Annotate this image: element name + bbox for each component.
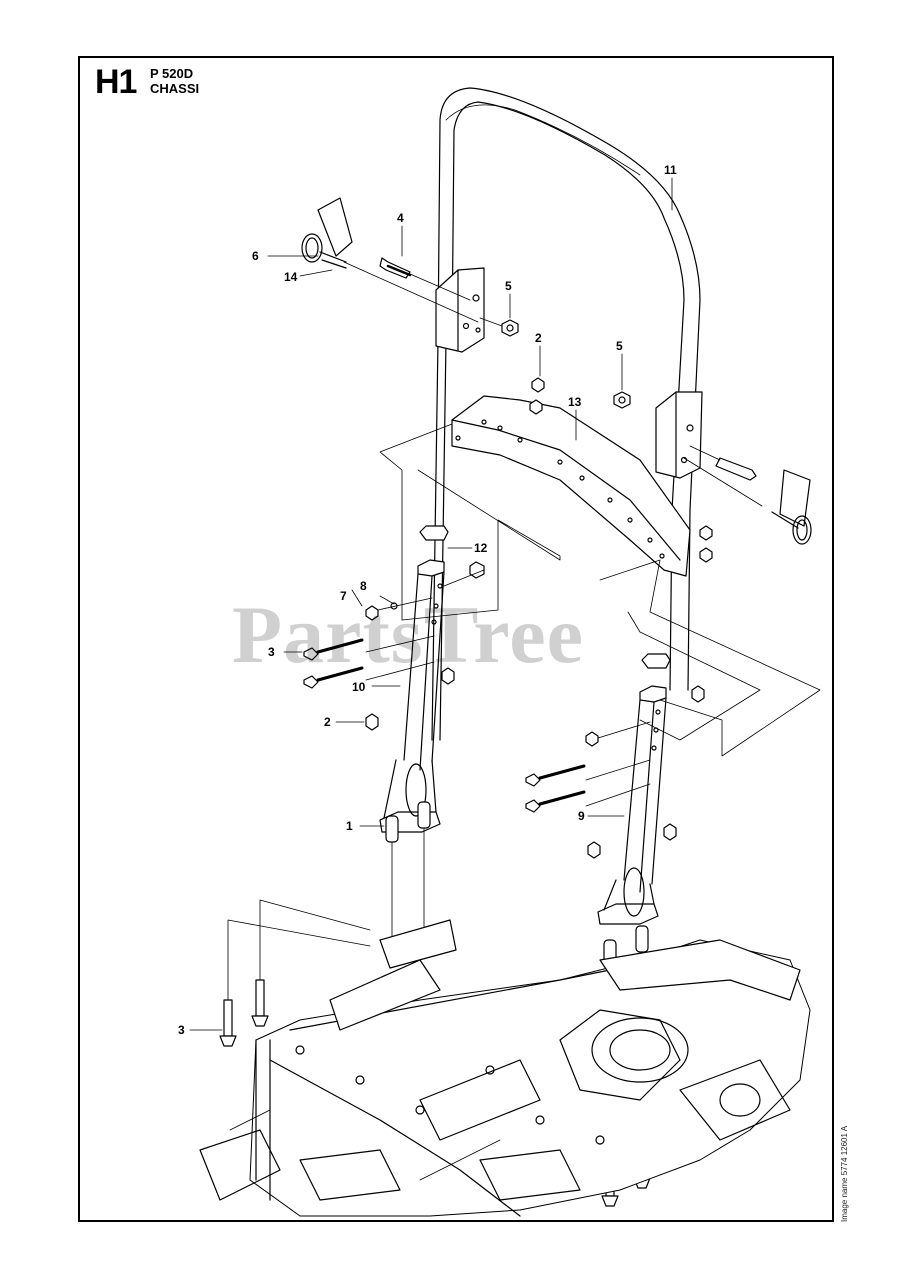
callout-2-top: 2 — [535, 331, 542, 345]
nut-2-plate — [529, 377, 713, 563]
bolt-4 — [379, 257, 471, 301]
chassis-frame — [199, 919, 811, 1217]
callout-11: 11 — [664, 163, 677, 177]
callout-7: 7 — [340, 589, 347, 603]
callout-14: 14 — [284, 270, 298, 284]
right-upright-9 — [597, 685, 667, 925]
right-pin-with-clip — [683, 457, 812, 545]
cap-12 — [419, 525, 671, 669]
callout-5-right: 5 — [616, 339, 623, 353]
right-upright-hardware — [525, 685, 705, 859]
callout-8: 8 — [360, 579, 367, 593]
left-pin-with-clip — [301, 197, 479, 323]
image-id-label: Image name 5774 12601 A — [840, 1125, 849, 1222]
category-name: CHASSI — [150, 81, 200, 96]
callout-4: 4 — [397, 211, 404, 225]
callout-1: 1 — [346, 819, 353, 833]
left-rollbar-bracket — [435, 267, 485, 353]
assembly-guide-lines — [379, 423, 821, 757]
right-rollbar-bracket — [655, 391, 703, 479]
callout-5-left: 5 — [505, 279, 512, 293]
callout-12: 12 — [474, 541, 488, 555]
section-code: H1 — [95, 63, 137, 101]
callout-13: 13 — [568, 395, 582, 409]
callout-3-left: 3 — [268, 645, 275, 659]
drawing-frame — [78, 56, 834, 1222]
nut-5-right — [613, 391, 631, 409]
bolt-right-bracket — [689, 445, 757, 481]
callout-leaders — [189, 177, 673, 1031]
left-upright-hardware — [303, 561, 485, 731]
model-name: P 520D — [150, 66, 194, 81]
callout-6: 6 — [252, 249, 259, 263]
callout-10: 10 — [352, 680, 366, 694]
callout-9: 9 — [578, 809, 585, 823]
callout-3-bottom: 3 — [178, 1023, 185, 1037]
nut-5-left — [479, 317, 519, 337]
spacers-1 — [385, 801, 649, 1171]
callout-2-left: 2 — [324, 715, 331, 729]
cross-plate-13 — [451, 395, 691, 577]
watermark: PartsTree — [232, 589, 585, 680]
